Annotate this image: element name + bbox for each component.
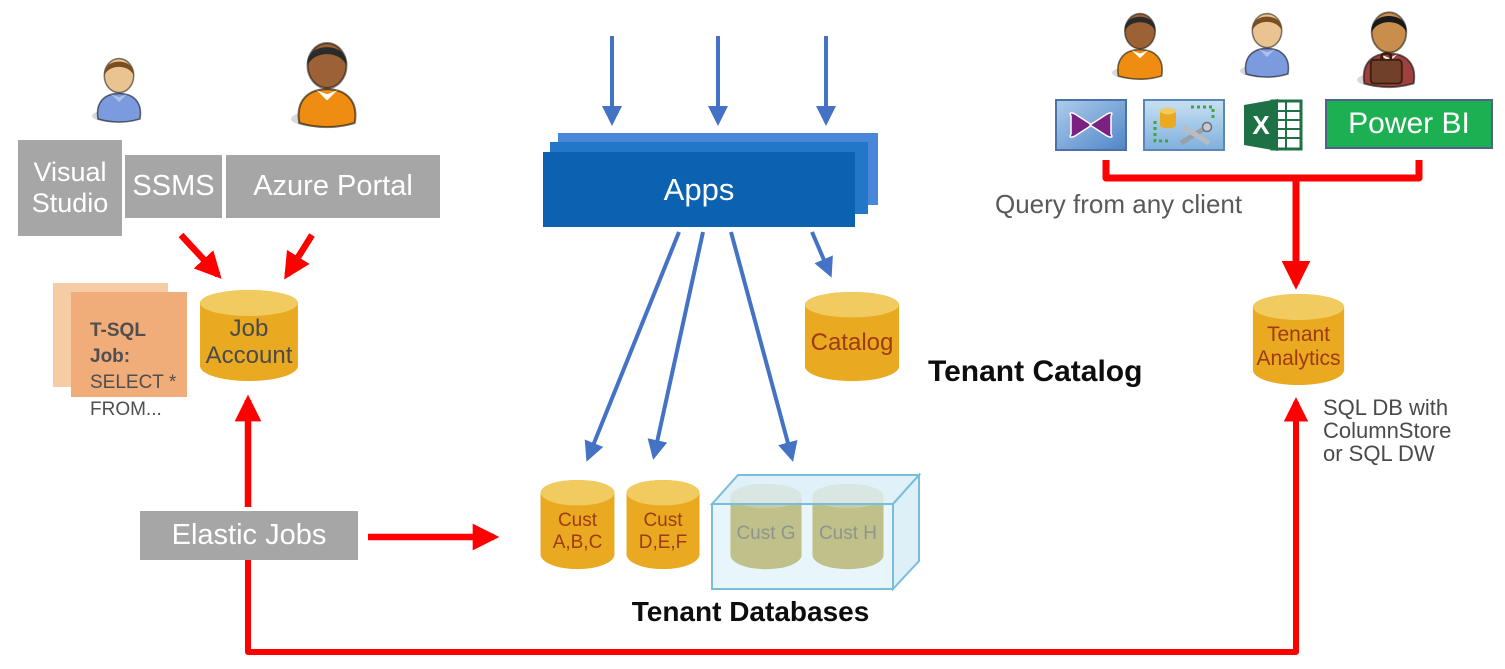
- ssms-box: SSMS: [125, 155, 222, 218]
- power-bi-label: Power BI: [1348, 107, 1470, 140]
- tenant-catalog-caption: Tenant Catalog: [928, 355, 1143, 388]
- tsql-note-line1: SELECT *: [90, 372, 177, 394]
- briefcase-icon: [1369, 58, 1403, 85]
- tenant-analytics-label-2: Analytics: [1256, 346, 1341, 370]
- developer-person-icon: [88, 48, 150, 128]
- azure-portal-label: Azure Portal: [253, 169, 413, 202]
- sql-dw-note-line1: SQL DB with: [1323, 395, 1449, 420]
- cylinder-shape: [540, 479, 615, 570]
- cust-h-database: Cust H: [811, 482, 885, 572]
- business-person-icon: [1357, 11, 1416, 89]
- admin-person-icon: [286, 34, 368, 130]
- red-bracket-clients: [1102, 160, 1423, 182]
- tsql-note-line2: FROM...: [90, 398, 162, 420]
- query-any-client-caption: Query from any client: [995, 189, 1243, 219]
- cylinder-shape: [626, 479, 700, 570]
- sql-dw-note-line3: or SQL DW: [1323, 441, 1435, 467]
- cust-h-label: Cust H: [818, 522, 878, 544]
- visual-studio-icon: [1055, 99, 1127, 151]
- cust-def-database: Cust D,E,F: [625, 478, 701, 572]
- tenant-analytics-database: Tenant Analytics: [1251, 292, 1346, 388]
- job-account-label-1: Job: [229, 314, 269, 342]
- tenant-databases-caption: Tenant Databases: [631, 596, 870, 627]
- catalog-database: Catalog: [803, 290, 901, 384]
- cylinder-shape: [200, 290, 298, 381]
- cust-def-label-1: Cust: [643, 510, 683, 532]
- red-arrow-portal-to-job-account: [284, 233, 315, 280]
- job-account-label-2: Account: [205, 341, 293, 369]
- red-arrow-ssms-to-job-account: [178, 232, 222, 279]
- visual-studio-box: Visual Studio: [18, 140, 122, 236]
- apps-label: Apps: [663, 171, 735, 207]
- cust-g-label: Cust G: [736, 522, 796, 544]
- cust-g-database: Cust G: [729, 482, 803, 572]
- blue-arrow-apps-to-cust-def: [647, 231, 705, 460]
- azure-portal-box: Azure Portal: [226, 155, 440, 218]
- blue-arrow-apps-to-cust-abc: [584, 231, 681, 462]
- visual-studio-label: Visual Studio: [31, 156, 109, 218]
- analyst-person-icon-1: [1108, 6, 1172, 82]
- elastic-jobs-box: Elastic Jobs: [140, 511, 358, 560]
- blue-arrow-apps-to-catalog: [810, 231, 833, 278]
- ssms-label: SSMS: [132, 169, 215, 202]
- tenant-analytics-label-1: Tenant: [1266, 323, 1331, 347]
- ssms-icon: [1143, 99, 1225, 151]
- cylinder-shape: [804, 291, 900, 382]
- cylinder-shape: [1252, 294, 1345, 385]
- sql-dw-note-line2: ColumnStore: [1323, 418, 1452, 444]
- apps-box: Apps: [543, 152, 855, 227]
- power-bi-box: Power BI: [1325, 99, 1493, 149]
- cust-def-label-2: D,E,F: [638, 531, 688, 553]
- sql-dw-note: SQL DB with ColumnStore or SQL DW: [1323, 396, 1451, 465]
- cust-abc-label-2: A,B,C: [552, 531, 603, 553]
- cust-abc-label-1: Cust: [557, 510, 598, 532]
- analyst-person-icon-2: [1236, 5, 1298, 81]
- svg-text:X: X: [1252, 110, 1270, 140]
- red-path-elastic-to-analytics: [245, 397, 1309, 655]
- elastic-jobs-label: Elastic Jobs: [171, 518, 327, 551]
- blue-arrow-apps-to-pool: [729, 231, 798, 462]
- catalog-label: Catalog: [810, 329, 894, 357]
- cust-abc-database: Cust A,B,C: [539, 478, 616, 572]
- tsql-note-title: T-SQL Job:: [90, 320, 146, 368]
- job-account-database: Job Account: [198, 288, 300, 384]
- excel-icon: X: [1244, 99, 1303, 151]
- tsql-note: T-SQL Job: SELECT * FROM...: [71, 292, 187, 420]
